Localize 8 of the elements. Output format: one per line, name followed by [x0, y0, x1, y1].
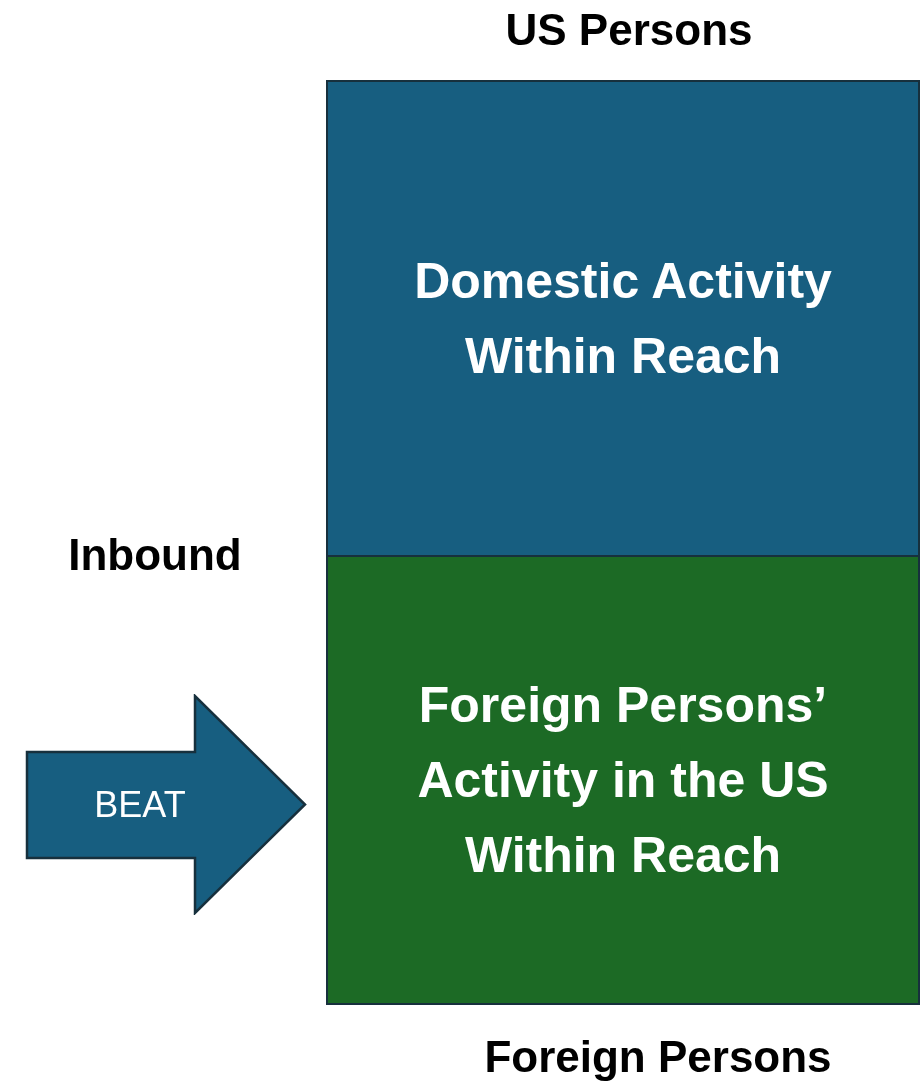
axis-label: US Persons	[505, 5, 753, 55]
region-title: Domestic Activity Within Reach	[413, 251, 833, 386]
region-title: Foreign Persons’ Activity in the US Within Reach	[416, 675, 830, 885]
arrow-label: BEAT	[94, 783, 186, 826]
region-box	[326, 80, 920, 557]
region-box	[326, 555, 920, 1005]
axis-label: Foreign Persons	[484, 1032, 832, 1082]
axis-label: Inbound	[68, 530, 242, 580]
